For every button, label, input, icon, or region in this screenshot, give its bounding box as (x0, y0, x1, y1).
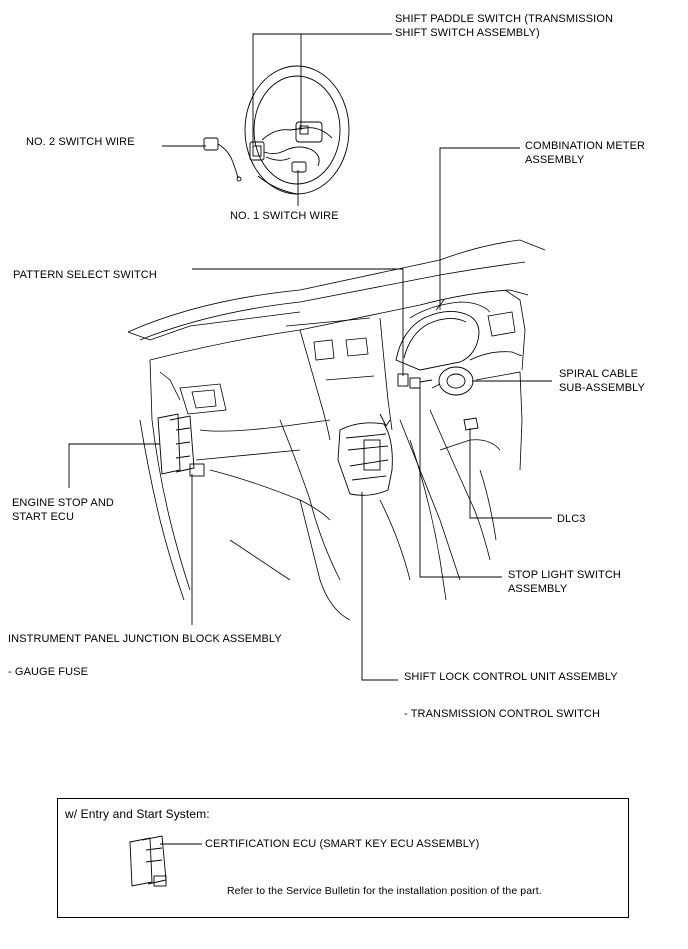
dlc3-illustration (463, 417, 479, 431)
spiral-cable-label: SPIRAL CABLE SUB-ASSEMBLY (559, 367, 645, 395)
shift-paddle-switch-label-line1: SHIFT PADDLE SWITCH (TRANSMISSION (395, 13, 614, 25)
certification-ecu-label: CERTIFICATION ECU (SMART KEY ECU ASSEMBL… (205, 838, 480, 850)
inset-title: w/ Entry and Start System: (65, 807, 210, 821)
combination-meter-label-line1: COMBINATION METER (525, 140, 646, 152)
engine-stop-start-ecu-label-line1: ENGINE STOP AND (12, 497, 114, 509)
combination-meter-illustration (395, 299, 480, 371)
certification-ecu-illustration (129, 835, 202, 887)
no2-switch-wire-label: NO. 2 SWITCH WIRE (26, 136, 135, 148)
engine-stop-start-ecu-label: ENGINE STOP AND START ECU (12, 496, 114, 524)
transmission-control-switch-label: - TRANSMISSION CONTROL SWITCH (404, 708, 601, 720)
combination-meter-label-line2: ASSEMBLY (525, 154, 585, 166)
no2-switch-wire-illustration (203, 137, 242, 182)
entry-start-system-inset (57, 798, 629, 918)
stop-light-switch-label-line1: STOP LIGHT SWITCH (508, 569, 621, 581)
stop-light-switch-label-line2: ASSEMBLY (508, 583, 568, 595)
gauge-fuse-label: - GAUGE FUSE (8, 666, 89, 678)
leader-lines-main (68, 147, 552, 681)
shift-lock-unit-illustration (337, 413, 393, 496)
spiral-cable-label-line2: SUB-ASSEMBLY (559, 382, 645, 394)
stop-light-switch-label: STOP LIGHT SWITCH ASSEMBLY (508, 568, 621, 596)
service-bulletin-note: Refer to the Service Bulletin for the in… (227, 885, 542, 897)
pattern-select-switch-illustration (397, 373, 433, 389)
shift-lock-control-unit-label: SHIFT LOCK CONTROL UNIT ASSEMBLY (404, 671, 618, 683)
shift-paddle-switch-label: SHIFT PADDLE SWITCH (TRANSMISSION SHIFT … (395, 12, 613, 40)
dlc3-label: DLC3 (557, 513, 586, 525)
spiral-cable-label-line1: SPIRAL CABLE (559, 368, 639, 380)
instrument-panel-jb-label: INSTRUMENT PANEL JUNCTION BLOCK ASSEMBLY (8, 633, 282, 645)
no1-switch-wire-label: NO. 1 SWITCH WIRE (230, 210, 339, 222)
engine-stop-start-ecu-illustration (157, 413, 205, 477)
pattern-select-switch-label: PATTERN SELECT SWITCH (13, 269, 157, 281)
combination-meter-label: COMBINATION METER ASSEMBLY (525, 139, 645, 167)
dashboard-illustration (127, 239, 546, 621)
steering-wheel-illustration (244, 65, 350, 195)
engine-stop-start-ecu-label-line2: START ECU (12, 511, 75, 523)
spiral-cable-illustration (431, 366, 474, 396)
leader-lines-top (162, 33, 392, 206)
shift-paddle-switch-label-line2: SHIFT SWITCH ASSEMBLY) (395, 27, 540, 39)
